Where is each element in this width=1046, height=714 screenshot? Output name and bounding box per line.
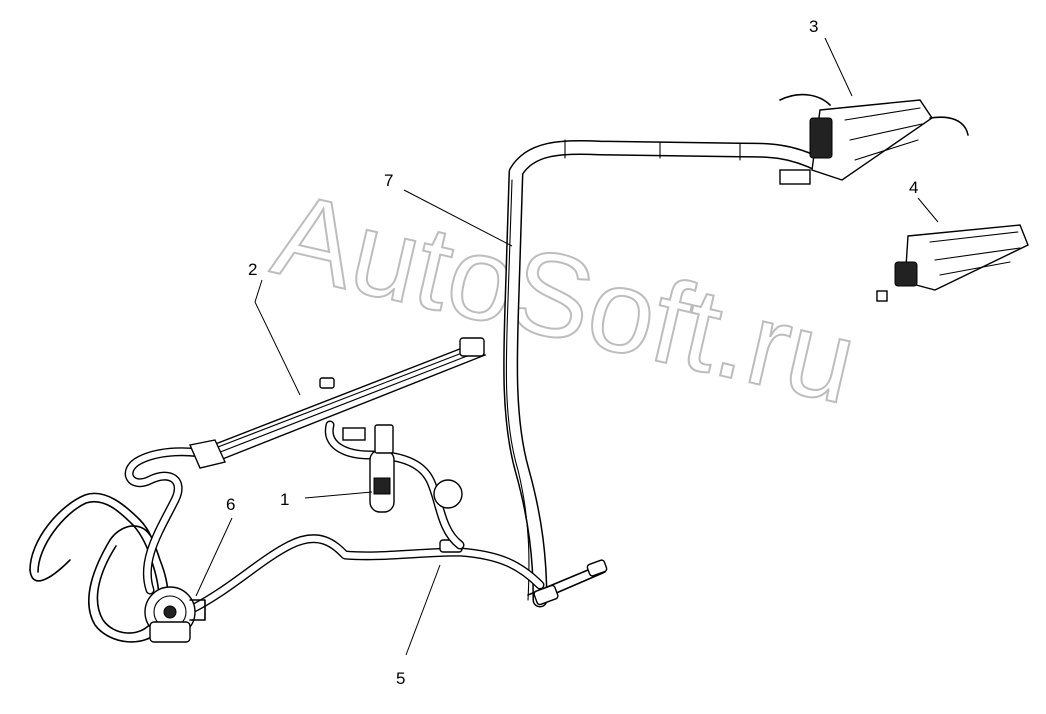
leader-3 bbox=[824, 37, 853, 97]
leader-1 bbox=[304, 491, 373, 499]
leader-7 bbox=[403, 189, 513, 247]
leader-5 bbox=[405, 564, 441, 656]
callout-7: 7 bbox=[384, 171, 393, 190]
callout-1: 1 bbox=[280, 490, 289, 509]
receiver-drier bbox=[342, 424, 463, 513]
callout-3: 3 bbox=[809, 17, 818, 36]
leader-4 bbox=[917, 197, 939, 223]
hose-suction bbox=[124, 447, 215, 595]
evaporator-3 bbox=[779, 93, 969, 185]
condenser bbox=[189, 337, 487, 469]
lower-fittings bbox=[527, 559, 608, 606]
leader-lines bbox=[195, 37, 939, 656]
callout-5: 5 bbox=[396, 669, 405, 688]
callout-6: 6 bbox=[226, 495, 235, 514]
hose-5 bbox=[185, 534, 545, 615]
leader-2 bbox=[254, 279, 301, 396]
callout-2: 2 bbox=[248, 260, 257, 279]
hose-liquid bbox=[324, 420, 465, 550]
pipe-7 bbox=[503, 139, 828, 608]
callout-4: 4 bbox=[909, 178, 918, 197]
compressor bbox=[144, 586, 206, 643]
evaporator-4 bbox=[876, 224, 1029, 302]
leader-6 bbox=[195, 517, 233, 597]
